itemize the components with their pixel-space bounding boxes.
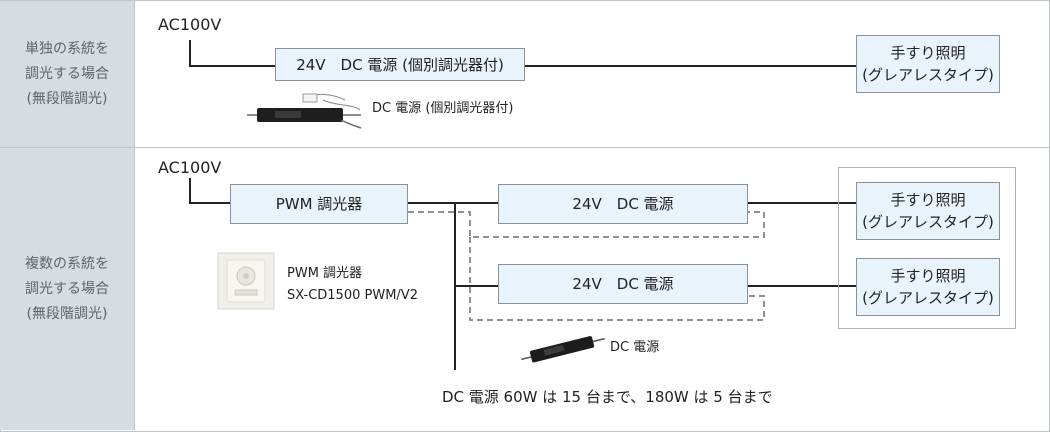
row2-power-box-1-label: 24V DC 電源	[572, 195, 674, 213]
row1-photo-caption: DC 電源 (個別調光器付)	[372, 101, 514, 116]
row2-signal-2	[469, 237, 765, 321]
row2-power-box-2: 24V DC 電源	[498, 264, 748, 304]
row2-light-group	[838, 167, 1016, 329]
row2-label: 複数の系統を 調光する場合 (無段階調光)	[0, 148, 135, 430]
row2-note: DC 電源 60W は 15 台まで、180W は 5 台まで	[442, 388, 773, 406]
row2-label-line2: 調光する場合	[25, 280, 109, 297]
row1-label: 単独の系統を 調光する場合 (無段階調光)	[0, 1, 135, 147]
row1-psu-photo	[247, 93, 362, 129]
row2-power-box-2-label: 24V DC 電源	[572, 275, 674, 293]
row2-dimmer-caption-line2: SX-CD1500 PWM/V2	[287, 288, 418, 303]
row2-power-box-1: 24V DC 電源	[498, 184, 748, 224]
row2-label-line1: 複数の系統を	[25, 255, 109, 272]
row2-light2-line1: 手すり照明	[890, 267, 966, 285]
row2-label-line3: (無段階調光)	[26, 305, 108, 322]
row2-ac-label: AC100V	[158, 158, 222, 177]
row1-ac-label: AC100V	[158, 15, 222, 34]
row1-label-line3: (無段階調光)	[26, 90, 108, 107]
row1-label-line1: 単独の系統を	[25, 40, 109, 57]
row2-light-box-1: 手すり照明 (グレアレスタイプ)	[856, 182, 1000, 240]
row2-dimmer-photo	[217, 252, 275, 310]
row2-dimmer-box-label: PWM 調光器	[275, 195, 363, 213]
row2-light2-line2: (グレアレスタイプ)	[862, 289, 994, 307]
row1-light-line1: 手すり照明	[890, 44, 966, 62]
row1-light-line2: (グレアレスタイプ)	[862, 66, 994, 84]
row2-dimmer-caption: PWM 調光器 SX-CD1500 PWM/V2	[287, 263, 418, 307]
row2-light1-line1: 手すり照明	[890, 191, 966, 209]
row1-power-box-label: 24V DC 電源 (個別調光器付)	[296, 55, 504, 74]
row2-dimmer-caption-line1: PWM 調光器	[287, 266, 363, 281]
row2-signal-1	[408, 211, 765, 238]
row1-power-box: 24V DC 電源 (個別調光器付)	[275, 48, 525, 81]
row2-light1-line2: (グレアレスタイプ)	[862, 213, 994, 231]
row2-wire-ac	[189, 178, 230, 204]
row2-dimmer-box: PWM 調光器	[230, 184, 408, 224]
row-divider	[0, 147, 1050, 148]
row2-psu-photo	[521, 336, 605, 363]
row2-psu-caption: DC 電源	[610, 340, 660, 355]
row1-wire	[189, 40, 856, 67]
row2-light-box-2: 手すり照明 (グレアレスタイプ)	[856, 258, 1000, 316]
row1-light-box: 手すり照明 (グレアレスタイプ)	[856, 35, 1000, 93]
row1-label-line2: 調光する場合	[25, 65, 109, 82]
